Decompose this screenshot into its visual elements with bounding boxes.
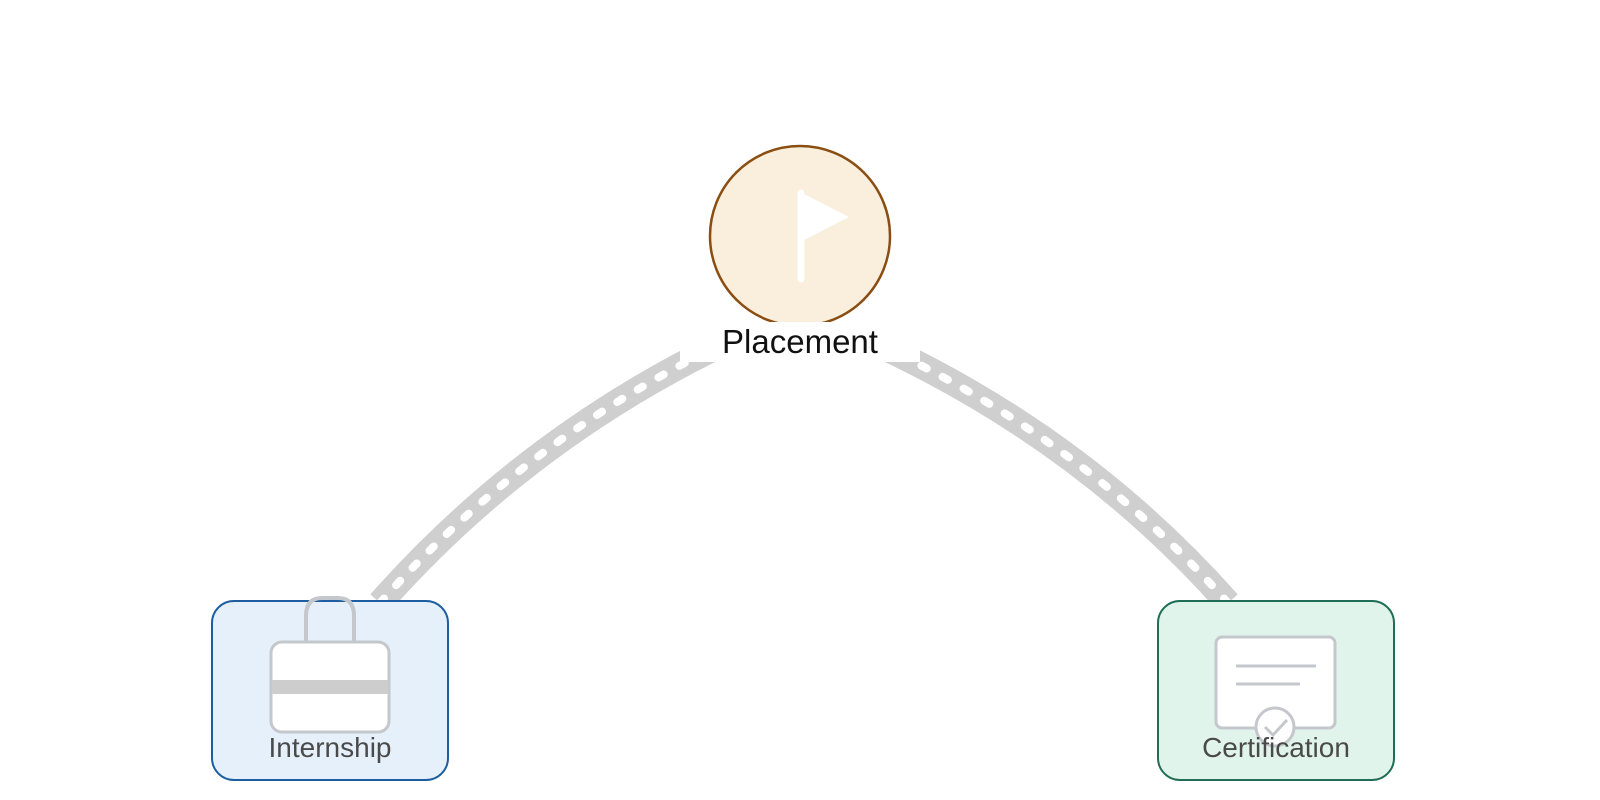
certification-label: Certification	[1202, 732, 1350, 763]
placement-node[interactable]	[708, 144, 892, 328]
placement-label: Placement	[680, 322, 920, 362]
briefcase-icon	[269, 596, 391, 734]
certificate-icon	[1214, 635, 1337, 748]
internship-node[interactable]	[211, 596, 449, 781]
edge-internship-placement	[370, 338, 716, 612]
edge-certification-placement	[884, 338, 1238, 612]
certification-node[interactable]	[1157, 600, 1395, 781]
internship-label: Internship	[268, 732, 392, 763]
flag-icon	[797, 189, 849, 283]
